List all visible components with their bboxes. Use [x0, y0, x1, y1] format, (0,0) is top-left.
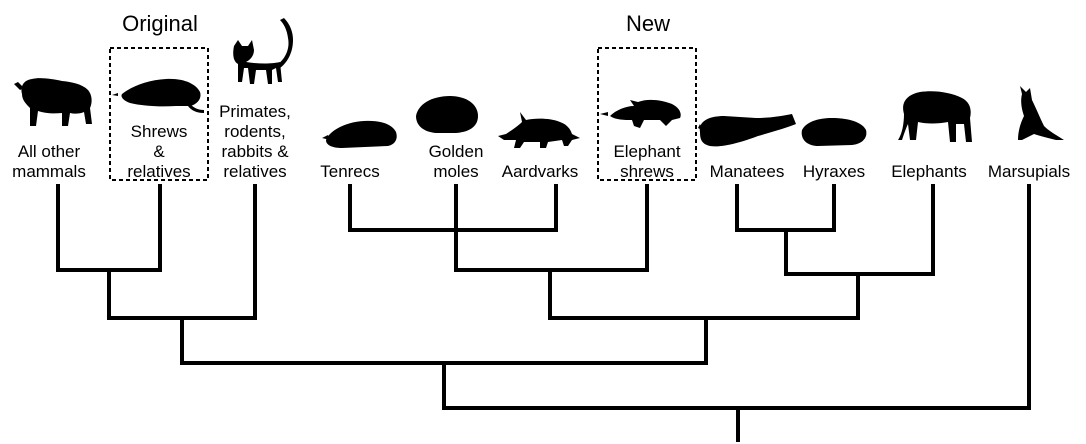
svg-text:Elephant: Elephant [613, 142, 680, 161]
hyrax-icon [801, 118, 867, 146]
svg-text:rabbits &: rabbits & [221, 142, 289, 161]
golden-mole-icon [416, 96, 478, 133]
svg-text:Shrews: Shrews [131, 122, 188, 141]
svg-text:relatives: relatives [223, 162, 286, 181]
taxon-label-all-other-mammals: All other mammals [12, 142, 86, 181]
svg-text:relatives: relatives [127, 162, 190, 181]
svg-text:moles: moles [433, 162, 478, 181]
original-highlight-box [109, 47, 209, 181]
kangaroo-icon [1018, 86, 1064, 140]
header-new: New [626, 11, 670, 36]
taxon-label-tenrecs: Tenrecs [320, 162, 380, 181]
taxon-label-elephants: Elephants [891, 162, 967, 181]
new-highlight-box [597, 47, 697, 181]
bison-icon [14, 78, 92, 126]
svg-text:All other: All other [18, 142, 81, 161]
elephant-icon [898, 91, 972, 142]
taxon-label-golden-moles: Golden moles [429, 142, 484, 181]
taxon-label-aardvarks: Aardvarks [502, 162, 579, 181]
taxon-label-primates-rodents: Primates, rodents, rabbits & relatives [219, 102, 291, 181]
taxon-label-marsupials: Marsupials [988, 162, 1070, 181]
svg-text:mammals: mammals [12, 162, 86, 181]
cat-icon [233, 18, 293, 84]
svg-text:shrews: shrews [620, 162, 674, 181]
aardvark-icon [498, 112, 580, 148]
header-original: Original [122, 11, 198, 36]
taxon-label-hyraxes: Hyraxes [803, 162, 865, 181]
shrew-icon [112, 78, 204, 113]
elephant-shrew-icon [600, 99, 681, 128]
taxon-label-elephant-shrews: Elephant shrews [613, 142, 680, 181]
taxon-label-manatees: Manatees [710, 162, 785, 181]
tenrec-icon [322, 120, 397, 148]
phylogenetic-tree [56, 184, 1031, 442]
manatee-icon [698, 114, 796, 147]
taxon-label-shrews-relatives: Shrews & relatives [127, 122, 190, 181]
svg-text:Primates,: Primates, [219, 102, 291, 121]
svg-text:rodents,: rodents, [224, 122, 285, 141]
svg-text:Golden: Golden [429, 142, 484, 161]
svg-text:&: & [153, 142, 165, 161]
